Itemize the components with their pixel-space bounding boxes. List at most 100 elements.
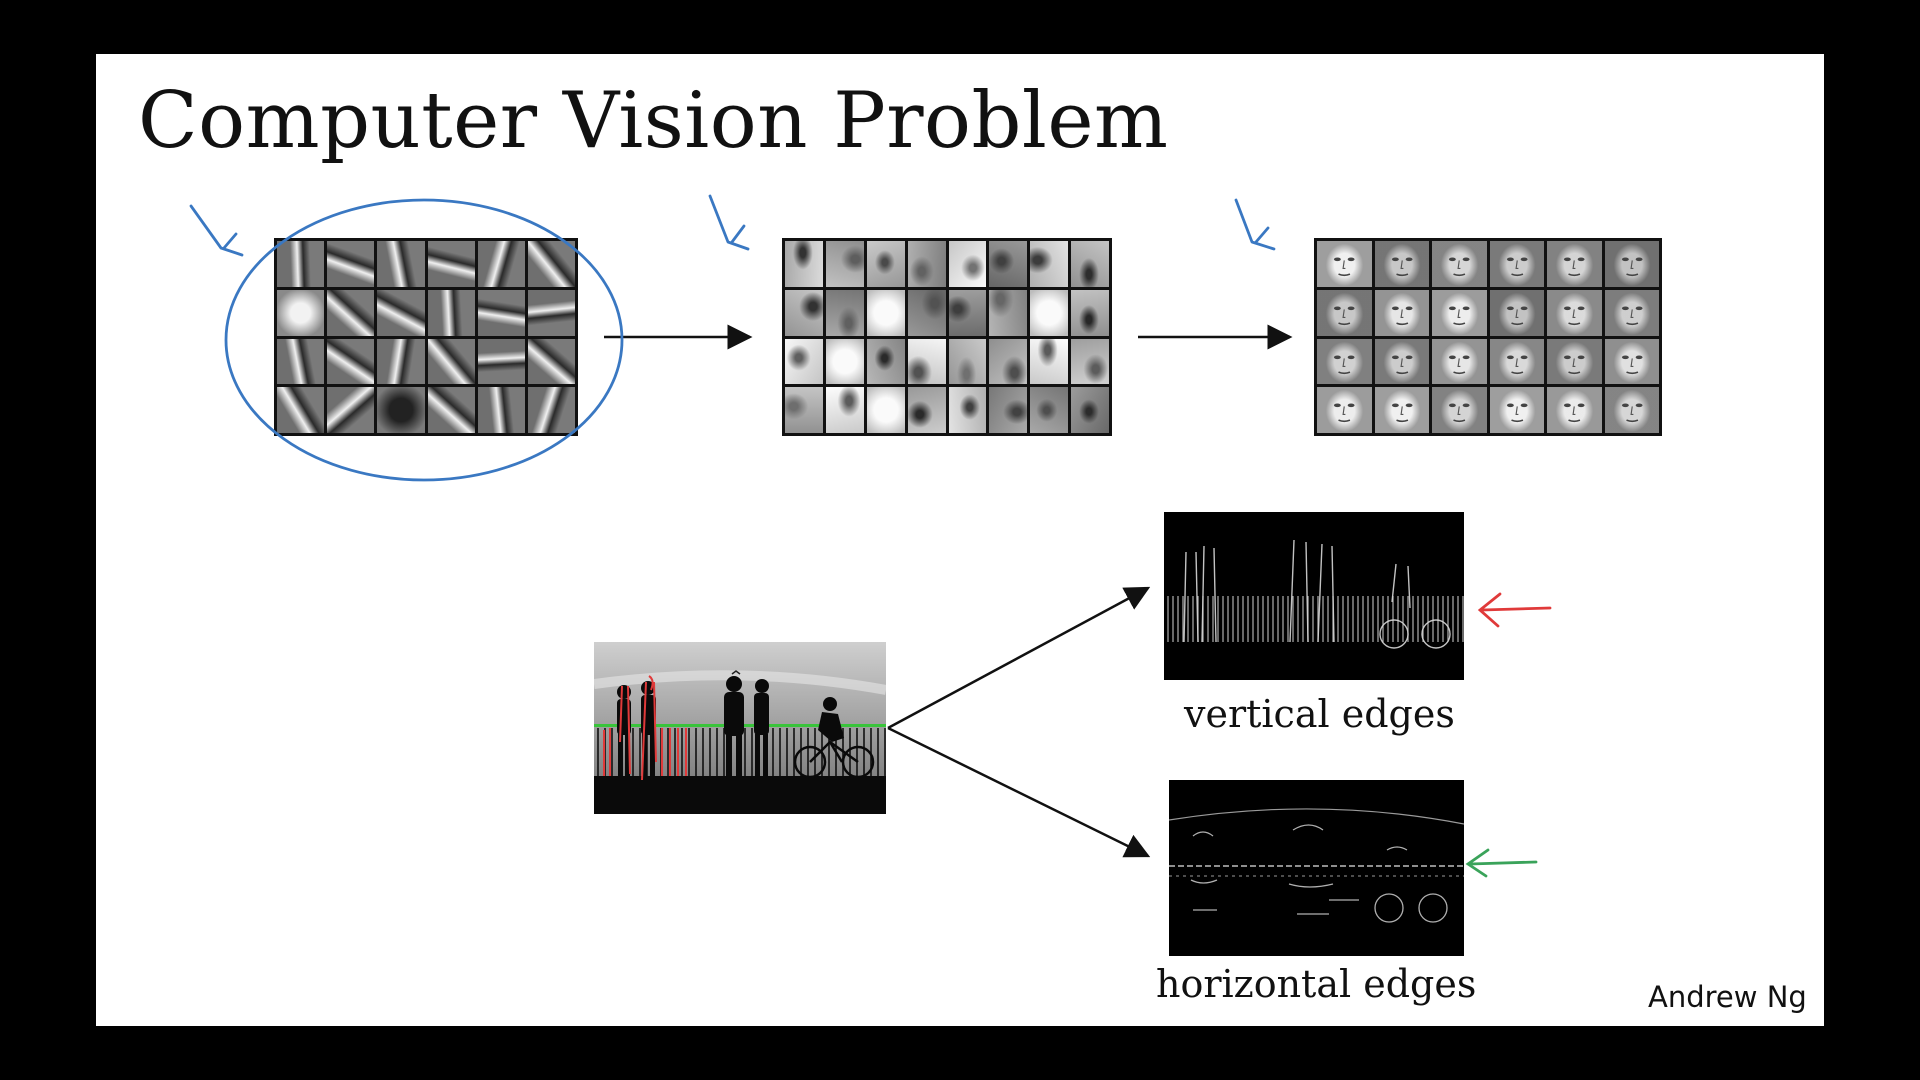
horizontal-edges-image (1169, 780, 1464, 956)
grid3-tile (1489, 387, 1544, 433)
grid2-tile (989, 241, 1028, 287)
face-icon (1333, 306, 1355, 325)
grid1-tile (327, 338, 375, 385)
grid1-tile (327, 241, 375, 287)
grid1-tile (377, 338, 425, 385)
lecture-slide: Computer Vision Problem (96, 54, 1824, 1026)
face-icon (1333, 354, 1355, 374)
grid2-tile (825, 338, 864, 385)
face-icon (1621, 403, 1643, 423)
grid2-tile (989, 289, 1028, 336)
grid1-tile (477, 338, 525, 385)
face-icon (1506, 354, 1528, 374)
horizontal-edges-label: horizontal edges (1156, 962, 1477, 1006)
grid2-tile (1071, 338, 1109, 385)
face-icon (1621, 257, 1643, 277)
grid1-tile (377, 387, 425, 433)
green-arrow-icon (1465, 848, 1538, 878)
face-icon (1333, 403, 1355, 423)
grid2-tile (907, 289, 946, 336)
face-icon (1391, 257, 1413, 277)
grid3-tile (1432, 241, 1487, 287)
grid1-tile (277, 241, 325, 287)
face-icon (1563, 257, 1585, 277)
grid2-tile (1071, 241, 1109, 287)
grid1-tile (277, 387, 325, 433)
grid1-tile (527, 338, 575, 385)
grid3-tile (1547, 338, 1602, 385)
face-icon (1563, 306, 1585, 325)
grid2-tile (948, 241, 987, 287)
grid3-tile (1317, 289, 1372, 336)
grid3-tile (1317, 241, 1372, 287)
source-photo (594, 642, 886, 814)
grid2-tile (1030, 338, 1069, 385)
grid2-tile (1030, 241, 1069, 287)
grid2-tile (948, 387, 987, 433)
face-icon (1448, 306, 1470, 325)
grid3-tile (1604, 289, 1659, 336)
face-icon (1448, 257, 1470, 277)
grid1-tile (427, 387, 475, 433)
grid2-tile (785, 289, 823, 336)
face-parts-grid (782, 238, 1112, 436)
face-icon (1448, 354, 1470, 374)
face-icon (1563, 403, 1585, 423)
grid2-tile (866, 338, 905, 385)
grid1-tile (377, 241, 425, 287)
grid2-tile (1071, 387, 1109, 433)
grid3-tile (1604, 387, 1659, 433)
face-icon (1391, 306, 1413, 325)
grid2-tile (948, 289, 987, 336)
branch-arrow-horizontal (887, 726, 1151, 858)
vertical-edges-image (1164, 512, 1464, 680)
grid3-tile (1374, 387, 1429, 433)
source-photo-drawing (594, 642, 886, 814)
grid1-tile (527, 241, 575, 287)
grid1-tile (527, 289, 575, 336)
grid2-tile (866, 289, 905, 336)
grid1-tile (527, 387, 575, 433)
grid2-tile (1071, 289, 1109, 336)
grid2-tile (948, 338, 987, 385)
grid3-tile (1432, 387, 1487, 433)
check-arrow-2 (708, 194, 750, 251)
grid1-tile (327, 289, 375, 336)
grid3-tile (1432, 289, 1487, 336)
grid1-tile (377, 289, 425, 336)
grid1-tile (427, 241, 475, 287)
grid3-tile (1374, 241, 1429, 287)
grid2-tile (1030, 387, 1069, 433)
grid3-tile (1489, 241, 1544, 287)
grid1-tile (477, 387, 525, 433)
face-icon (1506, 257, 1528, 277)
faces-grid (1314, 238, 1662, 436)
bicycle (793, 740, 875, 779)
face-icon (1621, 354, 1643, 374)
grid2-tile (866, 387, 905, 433)
grid2-tile (825, 241, 864, 287)
grid2-tile (907, 387, 946, 433)
red-ink-marks (603, 675, 687, 781)
face-icon (1621, 306, 1643, 325)
vertical-edges-label: vertical edges (1184, 692, 1455, 736)
grid2-tile (825, 387, 864, 433)
grid3-tile (1604, 241, 1659, 287)
grid3-tile (1547, 241, 1602, 287)
red-arrow-icon (1477, 592, 1552, 628)
check-arrow-3 (1234, 198, 1276, 251)
face-icon (1391, 354, 1413, 374)
grid3-tile (1489, 289, 1544, 336)
face-icon (1333, 257, 1355, 277)
face-icon (1563, 354, 1585, 374)
edge-filters-grid (274, 238, 578, 436)
grid2-tile (989, 338, 1028, 385)
grid1-tile (277, 289, 325, 336)
circle-highlight (224, 198, 624, 482)
face-icon (1506, 403, 1528, 423)
face-icon (1391, 403, 1413, 423)
grid1-tile (327, 387, 375, 433)
face-icon (1448, 403, 1470, 423)
slide-title: Computer Vision Problem (138, 76, 1169, 166)
